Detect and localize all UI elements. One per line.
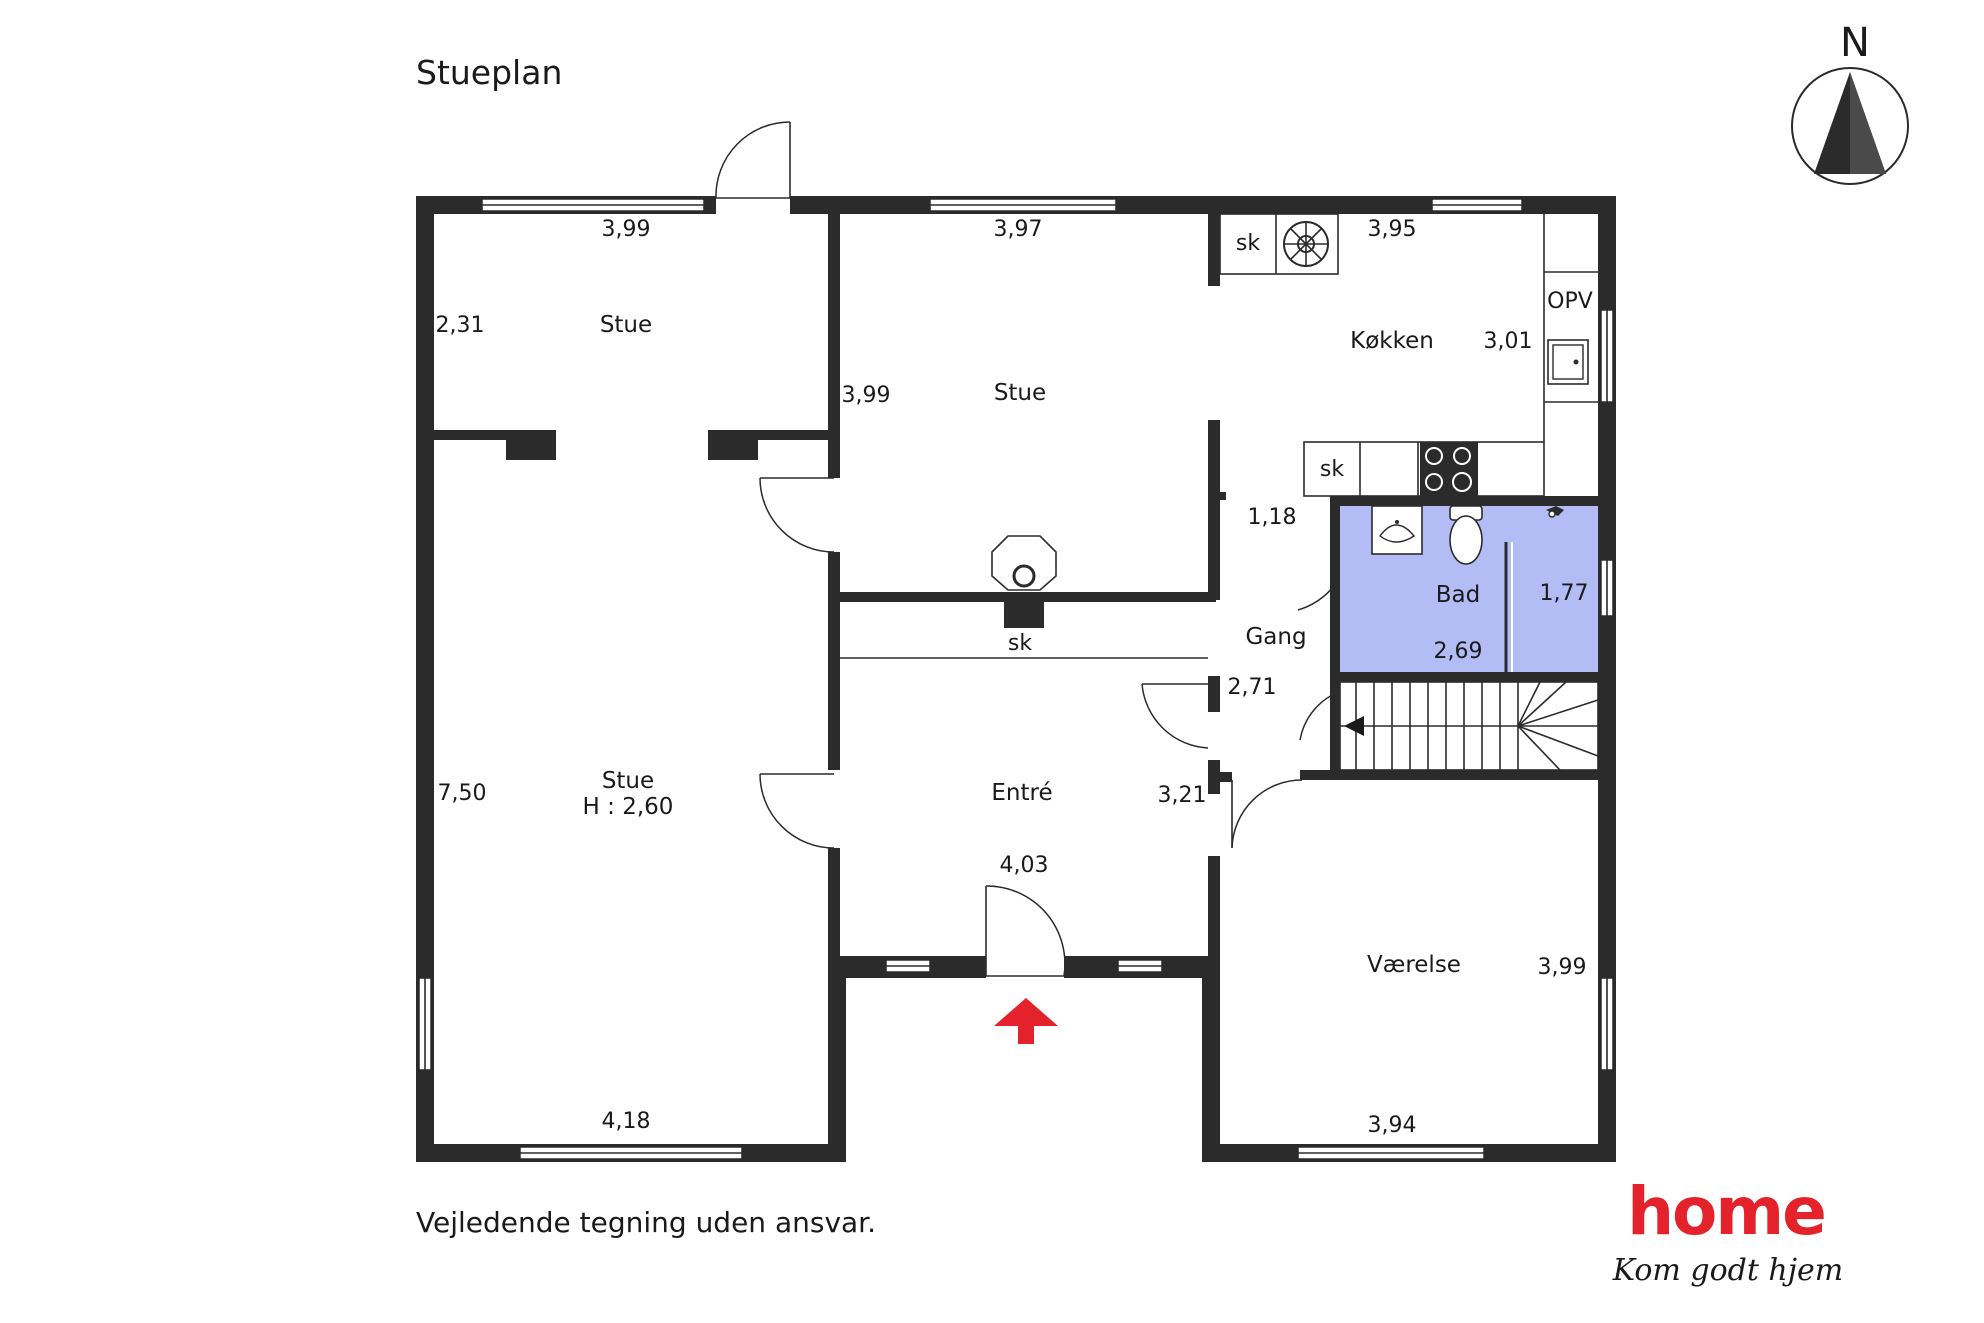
room-label-vaerelse: Værelse [1367,952,1461,978]
logo-brand: home [1627,1173,1825,1250]
dim-stue-top-width: 3,99 [602,217,651,242]
dim-stue-top-depth: 2,31 [436,313,485,338]
fixtures [840,213,1599,771]
logo-tagline: Kom godt hjem [1612,1253,1844,1288]
dim-koekken-depth: 3,01 [1484,329,1533,354]
dim-vaerelse-width: 3,94 [1368,1113,1417,1138]
washbasin-icon [1371,505,1423,555]
dim-stue-mid-depth: 3,99 [842,383,891,408]
sink-icon [1547,339,1589,385]
dim-bad-depth: 1,77 [1540,581,1589,606]
entrance-arrow-icon [994,998,1058,1044]
fan-icon [1283,221,1329,267]
dim-stue-big-width: 4,18 [602,1109,651,1134]
home-logo: home Kom godt hjem [1612,1173,1844,1288]
compass: N [1791,20,1909,185]
plan-title: Stueplan [416,53,562,92]
room-label-stue-middle: Stue [994,380,1046,406]
dim-koekken-width: 3,95 [1368,217,1417,242]
room-label-bad: Bad [1436,582,1480,608]
shower-icon [1546,506,1564,518]
room-label-stue-top: Stue [600,312,652,338]
label-sk-hall: sk [1008,631,1032,656]
dim-entre-width: 4,03 [1000,853,1049,878]
dim-entre-depth: 3,21 [1158,783,1207,808]
dim-gang-width: 1,18 [1248,505,1297,530]
room-label-stue-big: Stue [602,768,654,794]
dim-stue-mid-width: 3,97 [994,217,1043,242]
windows [418,198,1614,1160]
north-label: N [1840,20,1870,66]
label-opv: OPV [1547,289,1593,314]
staircase [1339,681,1599,771]
room-label-gang: Gang [1245,624,1306,650]
disclaimer-text: Vejledende tegning uden ansvar. [416,1206,876,1239]
room-height-stue-big: H : 2,60 [583,794,674,820]
dim-vaerelse-depth: 3,99 [1538,955,1587,980]
dim-gang-length: 2,71 [1228,675,1277,700]
room-label-entre: Entré [991,780,1052,806]
label-sk-kitchen-top: sk [1236,231,1260,256]
label-sk-kitchen-bottom: sk [1320,457,1344,482]
dim-stue-big-depth: 7,50 [438,781,487,806]
toilet-icon [1449,505,1483,565]
hob-icon [1420,442,1478,496]
room-label-koekken: Køkken [1350,328,1434,354]
dim-bad-width: 2,69 [1434,639,1483,664]
doors [715,121,1335,978]
